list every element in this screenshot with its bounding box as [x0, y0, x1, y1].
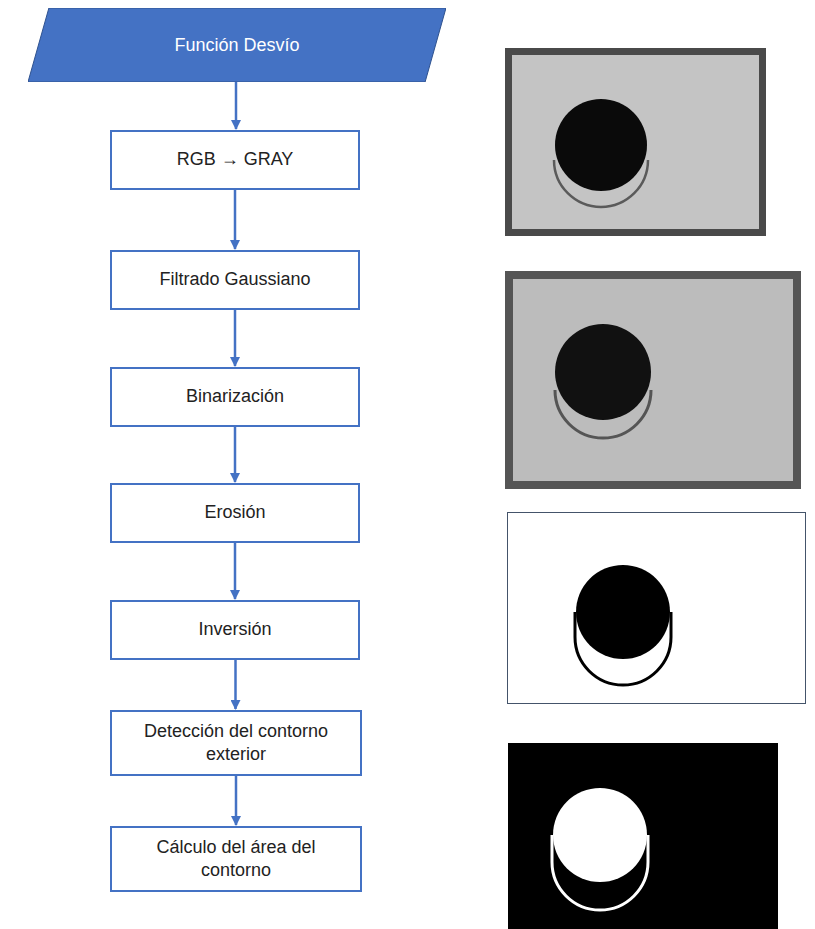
flow-arrow	[234, 310, 237, 366]
text-wrap: RGB → GRAY	[177, 148, 294, 171]
text-wrap: Cálculo del área del contorno	[122, 836, 350, 883]
text-wrap: Detección del contorno exterior	[122, 720, 350, 767]
filtered-image	[505, 271, 801, 489]
text-wrap: Filtrado Gaussiano	[159, 268, 310, 291]
node-label: Inversión	[198, 618, 271, 641]
text-wrap: Binarización	[186, 385, 284, 408]
process-box: Binarización	[110, 367, 360, 427]
text-wrap: Erosión	[204, 501, 265, 524]
flow-arrow	[235, 82, 238, 129]
node-label: RGB → GRAY	[177, 148, 294, 171]
process-box: Inversión	[110, 600, 360, 660]
node-label: Filtrado Gaussiano	[159, 268, 310, 291]
flow-arrow	[234, 543, 237, 599]
text-wrap: Inversión	[198, 618, 271, 641]
process-box: Cálculo del área del contorno	[110, 826, 362, 892]
binary-image	[508, 513, 806, 704]
process-box: Detección del contorno exterior	[110, 710, 362, 776]
inverted-image	[508, 743, 778, 929]
node-label: Función Desvío	[174, 35, 299, 56]
process-box: RGB → GRAY	[110, 130, 360, 190]
node-label: Erosión	[204, 501, 265, 524]
flow-arrow	[235, 776, 238, 825]
process-box: Filtrado Gaussiano	[110, 250, 360, 310]
process-box: Erosión	[110, 483, 360, 543]
flow-arrow	[234, 660, 237, 709]
text-wrap: Función Desvío	[174, 35, 299, 56]
flow-arrow	[234, 427, 237, 482]
node-label: Cálculo del área del contorno	[122, 836, 350, 883]
node-label: Detección del contorno exterior	[122, 720, 350, 767]
gray-image	[505, 48, 766, 236]
node-label: Binarización	[186, 385, 284, 408]
flow-arrow	[234, 190, 237, 249]
start-parallelogram: Función Desvío	[28, 8, 446, 82]
